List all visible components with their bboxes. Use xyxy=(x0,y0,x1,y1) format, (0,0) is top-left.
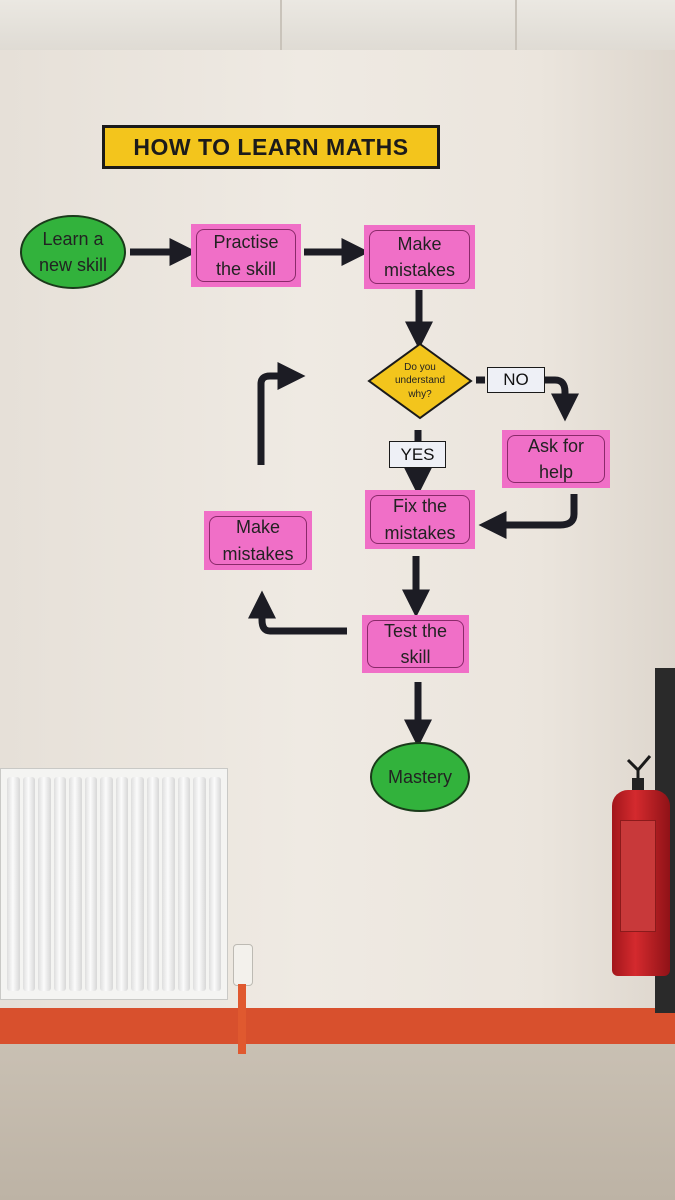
arrow-loop-up xyxy=(261,376,288,465)
node-make-mistakes-left: Make mistakes xyxy=(204,511,312,570)
extinguisher-label xyxy=(620,820,656,932)
node-make-mistakes-top: Make mistakes xyxy=(364,225,475,289)
node-practise-label: Practise the skill xyxy=(213,229,278,281)
node-ask-for-help: Ask for help xyxy=(502,430,610,488)
no-label: NO xyxy=(487,367,545,393)
radiator-fin xyxy=(131,777,144,991)
node-ask-for-help-label: Ask for help xyxy=(528,433,584,485)
radiator-pipe xyxy=(238,984,246,1054)
radiator-fin xyxy=(85,777,98,991)
radiator-fin xyxy=(162,777,175,991)
radiator-fin xyxy=(178,777,191,991)
radiator-fin xyxy=(54,777,67,991)
yes-label: YES xyxy=(389,441,446,468)
radiator-fin xyxy=(69,777,82,991)
node-test-skill-label: Test the skill xyxy=(384,618,447,670)
arrow-test-to-make-mistakes xyxy=(262,608,347,631)
node-make-mistakes-left-label: Make mistakes xyxy=(222,514,293,566)
node-practise-skill: Practise the skill xyxy=(191,224,301,287)
radiator-valve xyxy=(233,944,253,986)
node-fix-mistakes-label: Fix the mistakes xyxy=(384,493,455,545)
node-fix-mistakes: Fix the mistakes xyxy=(365,490,475,549)
radiator-fin xyxy=(23,777,36,991)
node-test-skill: Test the skill xyxy=(362,615,469,673)
node-mastery-label: Mastery xyxy=(388,764,452,790)
radiator-fin xyxy=(7,777,20,991)
radiator-fin xyxy=(147,777,160,991)
extinguisher-head xyxy=(622,752,654,792)
radiator-fin xyxy=(209,777,222,991)
node-learn-new-skill: Learn a new skill xyxy=(20,215,126,289)
node-make-mistakes-top-label: Make mistakes xyxy=(384,231,455,283)
radiator-fin xyxy=(38,777,51,991)
decision-text: Do you understand why? xyxy=(395,361,445,402)
radiator-fin xyxy=(100,777,113,991)
node-learn-label: Learn a new skill xyxy=(39,226,107,278)
arrow-ask-help-to-fix xyxy=(496,494,574,525)
node-mastery: Mastery xyxy=(370,742,470,812)
radiator-fin xyxy=(193,777,206,991)
radiator-fin xyxy=(116,777,129,991)
decision-label: Do you understand why? xyxy=(370,343,470,419)
radiator xyxy=(0,768,228,1000)
